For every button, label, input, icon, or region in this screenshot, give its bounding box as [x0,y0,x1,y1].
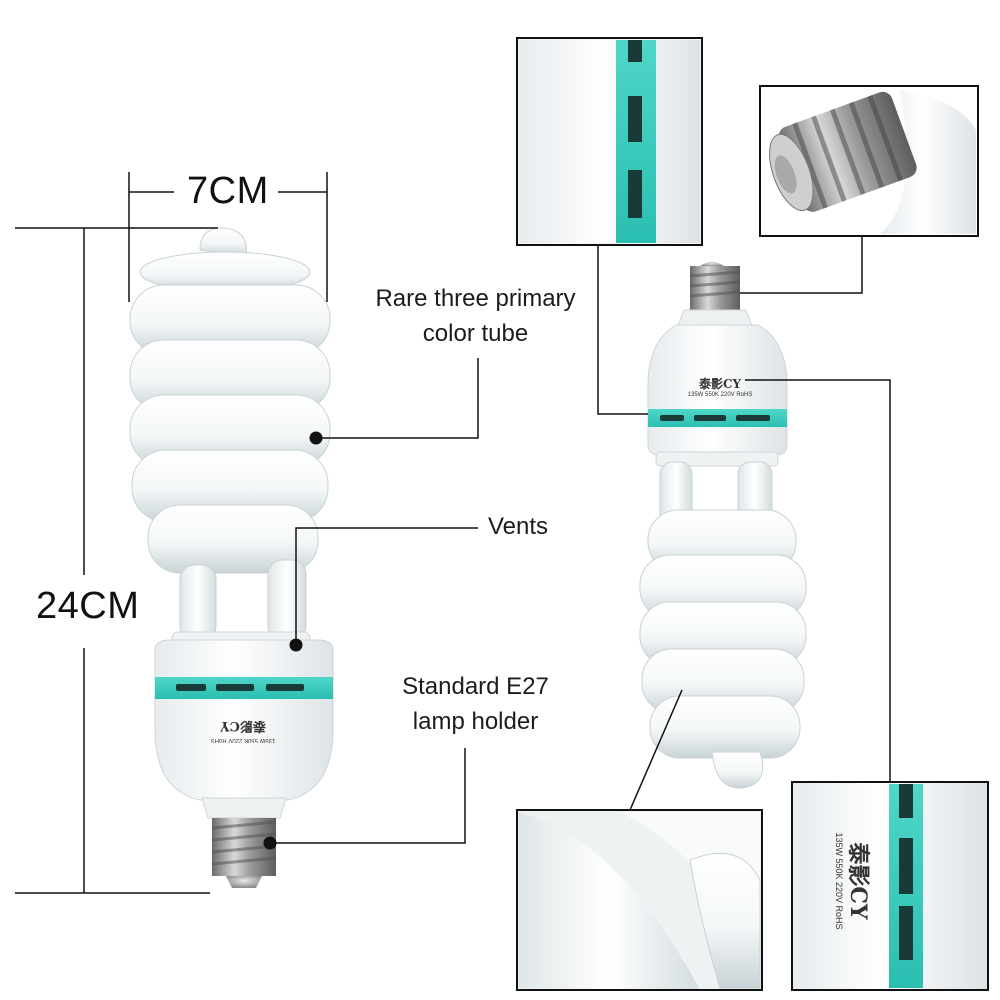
right-bulb-spec-text: 135W 550K 220V RoHS [687,392,753,398]
left-bulb [129,227,334,888]
tube-callout-label: Rare three primary color tube [368,282,583,352]
holder-callout-label: Standard E27 lamp holder [388,670,563,740]
tube-marker-dot [309,431,323,445]
left-bulb-brand-print: 135W 550K 220V RoHS 泰影CY [198,718,288,743]
right-bulb-brand-text: 泰影CY [698,377,742,391]
height-dimension [15,227,218,894]
tube-closeup-inset [516,809,763,991]
left-bulb-spec-text: 135W 550K 220V RoHS [210,737,276,743]
width-dimension [128,172,328,302]
vents-closeup-inset [516,37,703,246]
zoom-brand-print: 泰影CY 135W 550K 220V RoHS [834,826,876,936]
right-callouts [597,236,891,811]
holder-callout-line1: Standard E27 [402,673,549,700]
right-bulb [639,262,807,789]
height-dimension-label: 24CM [36,585,140,627]
base-closeup-inset [759,85,979,237]
vents-marker-dot [289,638,303,652]
tube-callout-line1: Rare three primary [375,285,576,312]
right-bulb-brand-print: 泰影CY 135W 550K 220V RoHS [660,375,780,398]
holder-callout-line2: lamp holder [412,707,539,735]
width-dimension-label: 7CM [187,170,269,212]
left-callouts [270,358,479,844]
tube-callout-line2: color tube [422,319,529,347]
holder-marker-dot [263,836,277,850]
label-closeup-inset [791,781,989,991]
vents-callout-label: Vents [488,513,549,540]
zoom-brand-text: 泰影CY [845,842,871,920]
zoom-spec-text: 135W 550K 220V RoHS [834,832,844,930]
left-bulb-brand-text: 泰影CY [220,718,266,733]
